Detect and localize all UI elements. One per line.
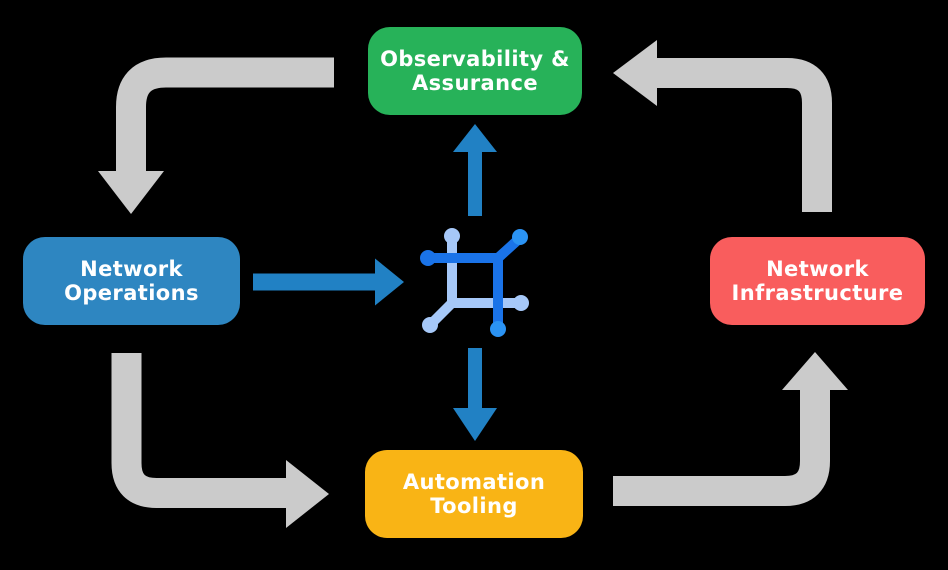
arrow-observability-to-operations xyxy=(98,57,334,214)
node-label: Observability & Assurance xyxy=(380,46,570,95)
arrow-center-to-automation xyxy=(453,348,497,441)
node-network-operations: Network Operations xyxy=(23,237,240,325)
node-observability-assurance: Observability & Assurance xyxy=(368,27,582,115)
node-label: Automation Tooling xyxy=(402,469,546,518)
network-mesh-icon xyxy=(420,228,529,337)
node-label: Network Operations xyxy=(64,256,199,305)
node-label: Network Infrastructure xyxy=(731,256,904,305)
node-network-infrastructure: Network Infrastructure xyxy=(710,237,925,325)
arrow-operations-to-center xyxy=(253,258,404,306)
arrow-infrastructure-to-observability xyxy=(613,40,832,212)
arrow-operations-to-automation xyxy=(111,353,329,528)
arrow-center-to-observability xyxy=(453,124,497,216)
node-automation-tooling: Automation Tooling xyxy=(365,450,583,538)
arrow-automation-to-infrastructure xyxy=(613,352,848,506)
